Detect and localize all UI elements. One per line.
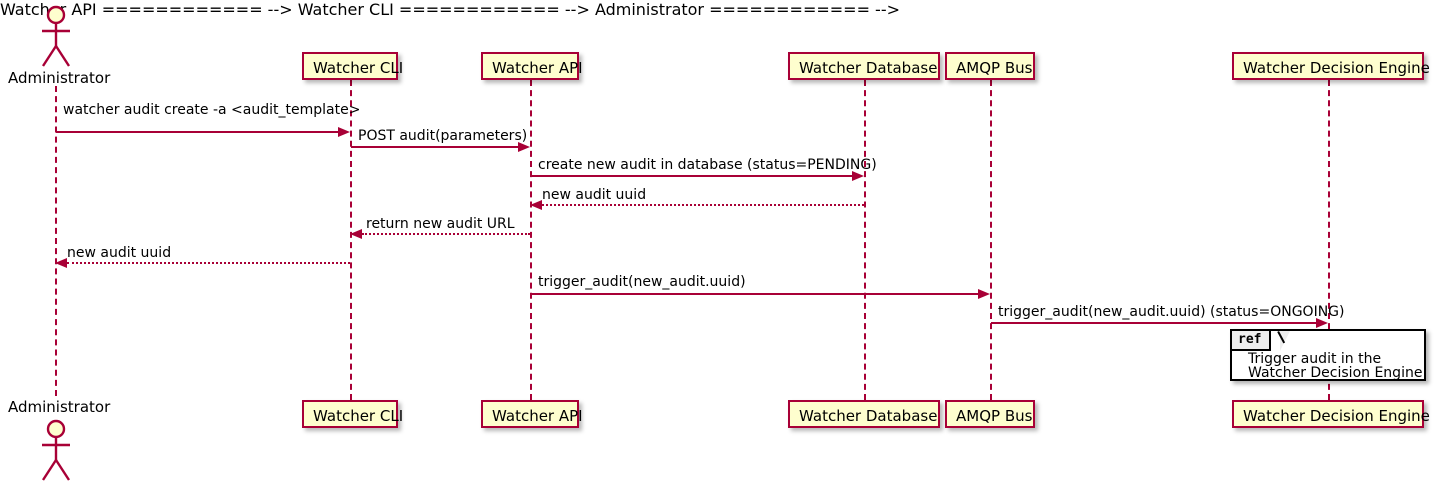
message-line-return-new-audit-url [362, 233, 530, 235]
ref-fragment-trigger-audit[interactable]: ref Trigger audit in the Watcher Decisio… [1230, 329, 1426, 381]
lifeline-watcher-cli [350, 80, 352, 400]
participant-amqp-bus-top[interactable]: AMQP Bus [945, 52, 1035, 80]
message-arrowhead-create-new-audit [852, 171, 864, 181]
message-label-create-new-audit: create new audit in database (status=PEN… [538, 157, 877, 173]
message-label-trigger-audit: trigger_audit(new_audit.uuid) [538, 274, 746, 290]
message-label-new-audit-uuid-cli: new audit uuid [67, 245, 172, 261]
actor-administrator-bottom [31, 418, 81, 486]
message-line-trigger-audit-ongoing [991, 322, 1317, 324]
participant-amqp-bus-bottom[interactable]: AMQP Bus [945, 400, 1035, 428]
actor-stick-figure-icon [41, 419, 71, 481]
message-arrowhead-trigger-audit [978, 289, 990, 299]
actor-administrator-top [31, 4, 81, 74]
participant-watcher-database-bottom[interactable]: Watcher Database [788, 400, 940, 428]
message-label-new-audit-uuid-db: new audit uuid [542, 187, 647, 203]
message-arrowhead-new-audit-uuid-cli [55, 258, 67, 268]
message-line-new-audit-uuid-db [542, 204, 864, 206]
lifeline-administrator [55, 86, 57, 396]
message-arrowhead-return-new-audit-url [350, 229, 362, 239]
participant-watcher-decision-engine-top[interactable]: Watcher Decision Engine [1232, 52, 1430, 80]
lifeline-amqp-bus [990, 80, 992, 400]
actor-label-administrator-top: Administrator [8, 69, 111, 87]
message-arrowhead-new-audit-uuid-db [530, 200, 542, 210]
lifeline-watcher-database [864, 80, 866, 400]
ref-fragment-keyword: ref [1232, 331, 1272, 351]
message-arrowhead-watcher-audit-create [338, 127, 350, 137]
message-label-watcher-audit-create: watcher audit create -a <audit_template> [63, 102, 361, 118]
actor-label-administrator-bottom: Administrator [8, 398, 111, 416]
message-line-watcher-audit-create [56, 131, 339, 133]
ref-fragment-line-2: Watcher Decision Engine [1248, 365, 1423, 381]
message-line-new-audit-uuid-cli [67, 262, 350, 264]
message-line-trigger-audit [531, 293, 979, 295]
message-arrowhead-trigger-audit-ongoing [1316, 318, 1328, 328]
participant-watcher-api-top[interactable]: Watcher API [481, 52, 583, 80]
participant-watcher-cli-bottom[interactable]: Watcher CLI [302, 400, 403, 428]
actor-stick-figure-icon [41, 5, 71, 67]
lifeline-watcher-api [530, 80, 532, 400]
message-arrowhead-post-audit [518, 142, 530, 152]
message-label-post-audit: POST audit(parameters) [358, 128, 528, 144]
participant-watcher-api-bottom[interactable]: Watcher API [481, 400, 583, 428]
message-line-post-audit [351, 146, 519, 148]
lifeline-watcher-decision-engine [1328, 80, 1330, 400]
participant-watcher-cli-top[interactable]: Watcher CLI [302, 52, 403, 80]
message-label-trigger-audit-ongoing: trigger_audit(new_audit.uuid) (status=ON… [998, 304, 1345, 320]
message-line-create-new-audit [531, 175, 853, 177]
ref-fragment-line-1: Trigger audit in the [1248, 351, 1382, 367]
ref-fragment-tab-corner-icon [1280, 331, 1290, 351]
participant-watcher-database-top[interactable]: Watcher Database [788, 52, 940, 80]
message-label-return-new-audit-url: return new audit URL [366, 216, 515, 232]
participant-watcher-decision-engine-bottom[interactable]: Watcher Decision Engine [1232, 400, 1430, 428]
